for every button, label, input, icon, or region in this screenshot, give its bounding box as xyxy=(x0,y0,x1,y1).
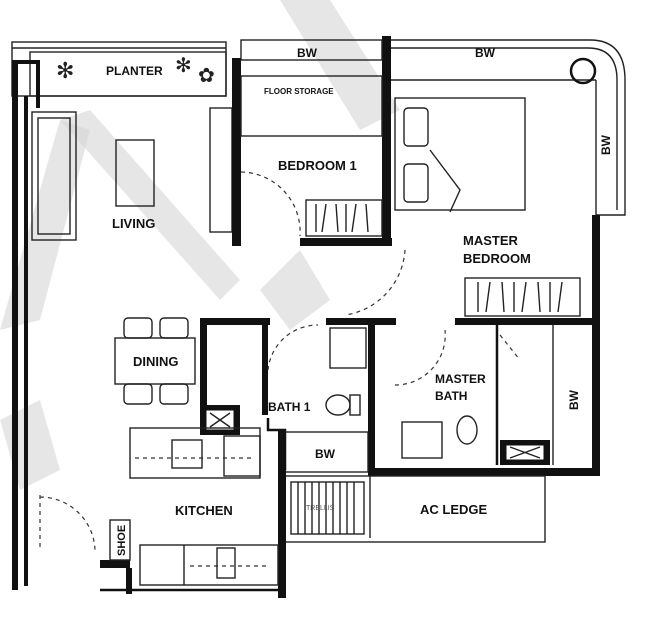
door-swing xyxy=(267,324,319,371)
ac-ledge-label: AC LEDGE xyxy=(420,502,488,517)
wall xyxy=(300,238,392,246)
bw-master-bath-label: BW xyxy=(567,389,581,410)
shoe-cabinet xyxy=(109,519,131,561)
door-swing xyxy=(499,334,521,361)
toilet-icon xyxy=(456,415,478,445)
bw-master-right-label: BW xyxy=(599,134,613,155)
wall xyxy=(36,60,40,108)
plant-icon: ✻ xyxy=(56,58,74,83)
bw-bedroom1-label: BW xyxy=(297,46,318,60)
wall xyxy=(326,318,396,325)
master-bedroom-label-2: BEDROOM xyxy=(463,251,531,266)
dining-table xyxy=(114,317,196,405)
shoe-label: SHOE xyxy=(116,525,128,556)
floor-storage xyxy=(240,75,383,137)
wall xyxy=(262,325,268,415)
stove-icon xyxy=(216,547,236,579)
wall xyxy=(455,318,600,325)
bed xyxy=(394,97,526,213)
bedroom1-label: BEDROOM 1 xyxy=(278,158,357,173)
wall xyxy=(368,318,375,476)
sofa xyxy=(31,111,77,241)
wall xyxy=(592,215,600,475)
tv-console xyxy=(209,107,233,233)
wall xyxy=(100,560,130,568)
master-bedroom-label-1: MASTER xyxy=(463,233,519,248)
trellis-label: TRELLIS xyxy=(306,505,335,512)
outer-wall-left xyxy=(12,60,18,590)
kitchen-label: KITCHEN xyxy=(175,503,233,518)
planter-label: PLANTER xyxy=(106,64,163,78)
plant-icon: ✿ xyxy=(198,65,215,87)
wall xyxy=(382,36,391,246)
bw-bath1-label: BW xyxy=(315,447,336,461)
column-icon xyxy=(569,57,597,85)
master-outline xyxy=(391,39,626,216)
wall xyxy=(200,318,270,405)
kitchen-counter xyxy=(129,427,261,479)
wall xyxy=(368,468,600,476)
wall xyxy=(278,430,286,598)
door-swing xyxy=(344,249,406,316)
master-bath-label-2: BATH xyxy=(435,389,467,403)
bath1-label: BATH 1 xyxy=(268,400,311,414)
door-swing xyxy=(240,171,301,237)
bay-window xyxy=(240,39,383,61)
toilet-tank xyxy=(349,394,361,416)
shower-icon xyxy=(401,421,443,459)
bw-master-top-label: BW xyxy=(475,46,496,60)
wall xyxy=(12,60,40,64)
trellis xyxy=(290,481,365,535)
wardrobe xyxy=(305,199,383,237)
plant-icon: ✻ xyxy=(175,55,192,77)
dining-label: DINING xyxy=(133,354,179,369)
outer-wall-left-inner xyxy=(24,96,28,586)
wardrobe xyxy=(464,277,581,317)
wall xyxy=(126,568,132,594)
living-label: LIVING xyxy=(112,216,155,231)
sink-icon xyxy=(329,327,367,369)
entrance-door xyxy=(39,495,96,551)
toilet-icon xyxy=(325,394,351,416)
wall xyxy=(232,58,241,246)
planter: PLANTER ✻ ✻ ✿ xyxy=(11,41,227,97)
kitchen-lower-counter xyxy=(139,544,279,586)
bay-window-edge xyxy=(391,47,618,210)
coffee-table xyxy=(115,139,155,207)
floor-storage-label: FLOOR STORAGE xyxy=(264,87,334,96)
door-swing xyxy=(394,329,446,386)
master-bath-label-1: MASTER xyxy=(435,372,486,386)
